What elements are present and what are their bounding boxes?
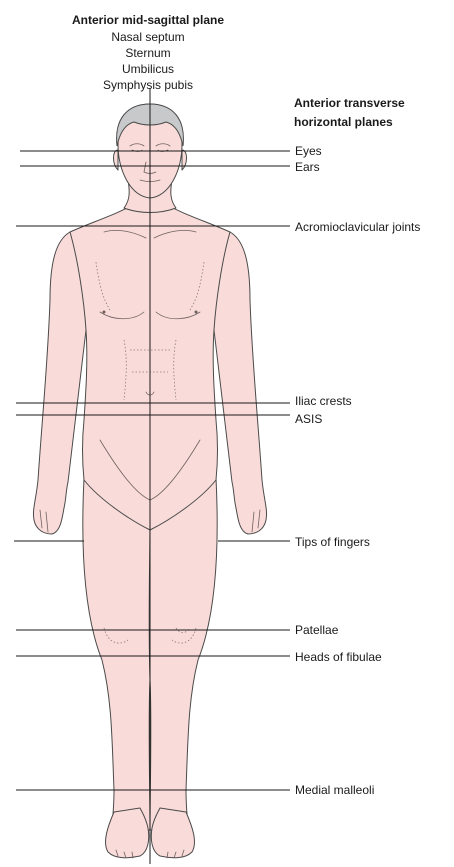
plane-label-tips-of-fingers: Tips of fingers	[295, 535, 370, 549]
plane-label-eyes: Eyes	[295, 144, 322, 158]
left-nipple	[103, 311, 106, 314]
left-leg	[83, 478, 151, 830]
plane-label-asis: ASIS	[295, 412, 322, 426]
plane-label-iliac-crests: Iliac crests	[295, 394, 352, 408]
plane-label-patellae: Patellae	[295, 623, 339, 637]
plane-label-acromioclavicular: Acromioclavicular joints	[295, 220, 420, 234]
sagittal-landmark: Nasal septum	[111, 30, 184, 44]
right-foot	[151, 808, 194, 858]
left-foot	[106, 808, 149, 858]
plane-label-ears: Ears	[295, 160, 320, 174]
sagittal-landmark: Sternum	[125, 46, 170, 60]
transverse-title: horizontal planes	[294, 115, 393, 129]
right-ear	[182, 150, 187, 170]
plane-label-heads-of-fibulae: Heads of fibulae	[295, 650, 382, 664]
right-nipple	[195, 311, 198, 314]
sagittal-landmark: Umbilicus	[122, 62, 174, 76]
plane-label-medial-malleoli: Medial malleoli	[295, 783, 374, 797]
right-leg	[149, 478, 217, 830]
transverse-title: Anterior transverse	[294, 96, 405, 110]
sagittal-landmark: Symphysis pubis	[103, 78, 193, 92]
left-ear	[114, 150, 119, 170]
sagittal-title: Anterior mid-sagittal plane	[72, 13, 224, 27]
